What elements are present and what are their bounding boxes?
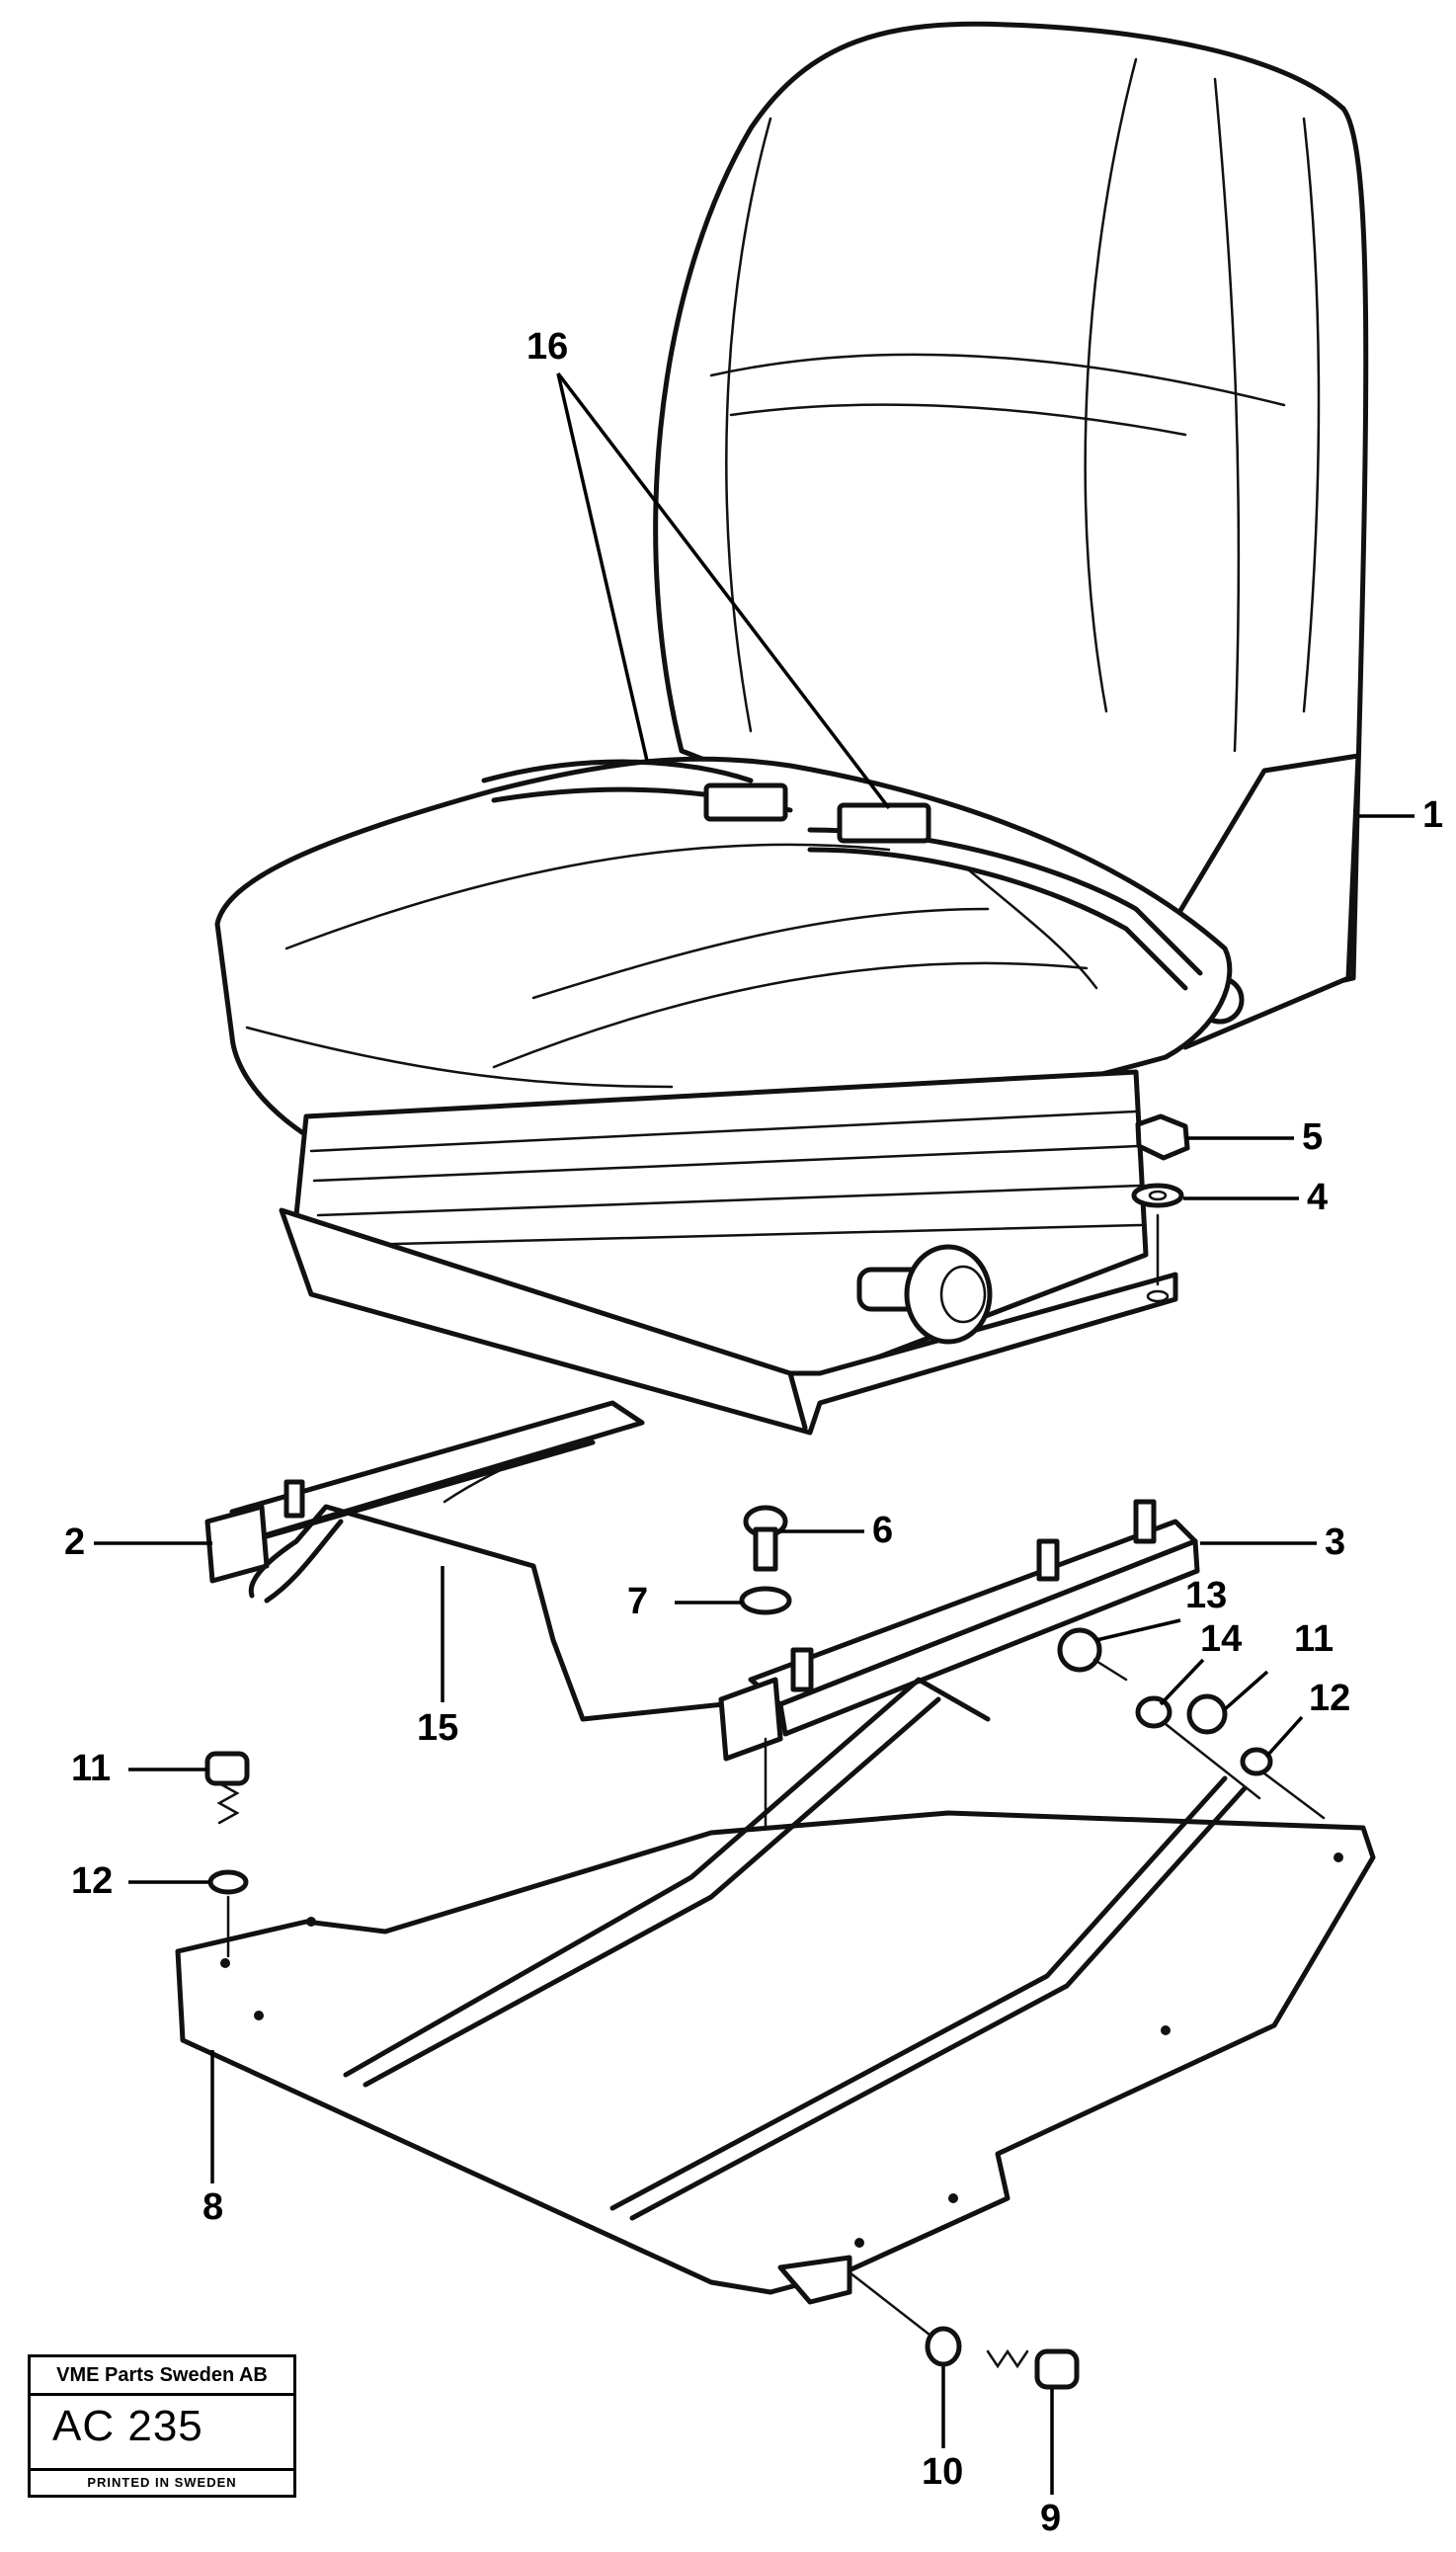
callout-8: 8 [202,2186,224,2228]
illustration-code: AC 235 [52,2402,203,2450]
reference-title-block: VME Parts Sweden AB AC 235 PRINTED IN SW… [28,2354,296,2498]
callout-15: 15 [417,1707,459,1749]
nut-and-washer [1131,1113,1190,1303]
callout-11-left: 11 [71,1748,112,1789]
callout-16: 16 [526,326,569,368]
callout-5: 5 [1302,1116,1324,1158]
callout-14: 14 [1200,1618,1243,1660]
printed-note: PRINTED IN SWEDEN [31,2468,293,2495]
callout-13: 13 [1185,1575,1228,1616]
adjustment-knob [856,1244,993,1345]
rail-release-handle [248,1455,773,1722]
callout-2: 2 [64,1522,86,1563]
callout-9: 9 [1040,2498,1062,2539]
callout-4: 4 [1307,1177,1329,1218]
callout-11-right: 11 [1294,1618,1335,1660]
floor-mounting-plate [175,1677,1376,2305]
right-side-fasteners [1057,1627,1326,1820]
left-screw-and-washer [204,1751,250,1958]
front-slide-rail [718,1499,1200,1762]
seat-lower-frame [279,1207,1178,1436]
company-name: VME Parts Sweden AB [31,2357,293,2396]
callout-1: 1 [1422,794,1444,836]
bottom-fasteners [848,2270,1080,2390]
callout-12-left: 12 [71,1860,114,1902]
callout-7: 7 [627,1581,649,1622]
seat-belt [481,759,1203,991]
rear-slide-rail [204,1400,645,1584]
callout-12-right: 12 [1309,1678,1351,1719]
callout-6: 6 [872,1510,894,1551]
callout-3: 3 [1325,1522,1346,1563]
callout-10: 10 [922,2451,964,2493]
leader-lines [94,371,1415,2495]
